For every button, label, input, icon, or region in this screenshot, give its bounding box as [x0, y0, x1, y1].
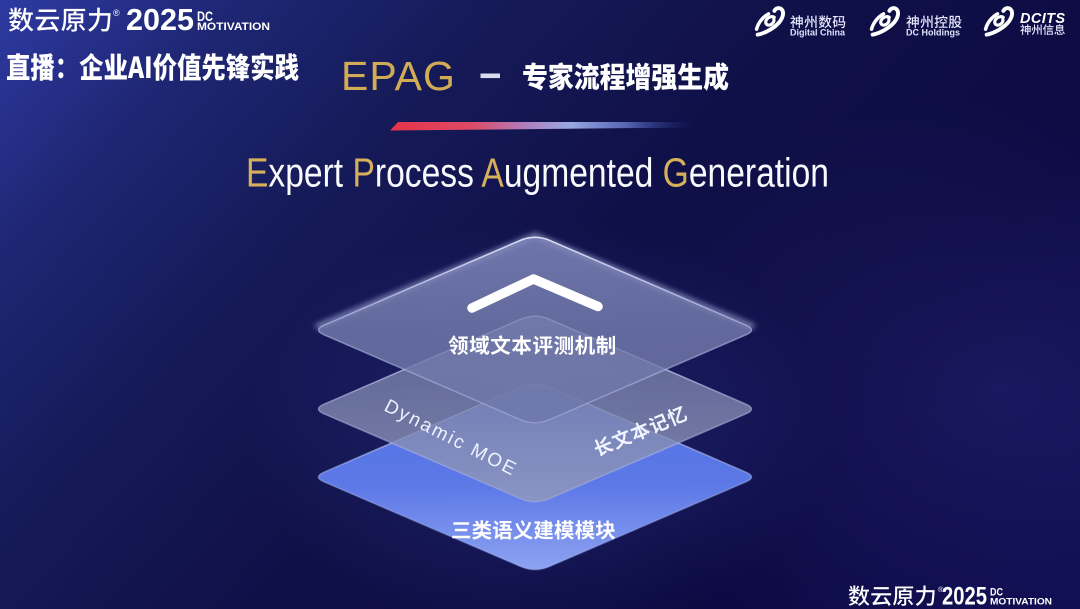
svg-text:®: ®	[938, 585, 944, 594]
svg-text:Digital China: Digital China	[790, 28, 846, 38]
svg-text:MOTIVATION: MOTIVATION	[197, 21, 270, 33]
svg-text:DC: DC	[197, 8, 213, 24]
svg-text:DC Holdings: DC Holdings	[906, 28, 960, 38]
svg-text:2025: 2025	[942, 583, 987, 609]
svg-text:DC: DC	[990, 587, 1003, 599]
svg-text:EPAG: EPAG	[341, 53, 456, 99]
svg-text:DCITS: DCITS	[1020, 11, 1066, 27]
svg-text:Expert Process Augmented Gener: Expert Process Augmented Generation	[246, 150, 829, 196]
svg-text:2025: 2025	[126, 2, 194, 37]
svg-text:®: ®	[113, 8, 120, 18]
svg-text:MOTIVATION: MOTIVATION	[990, 597, 1052, 607]
